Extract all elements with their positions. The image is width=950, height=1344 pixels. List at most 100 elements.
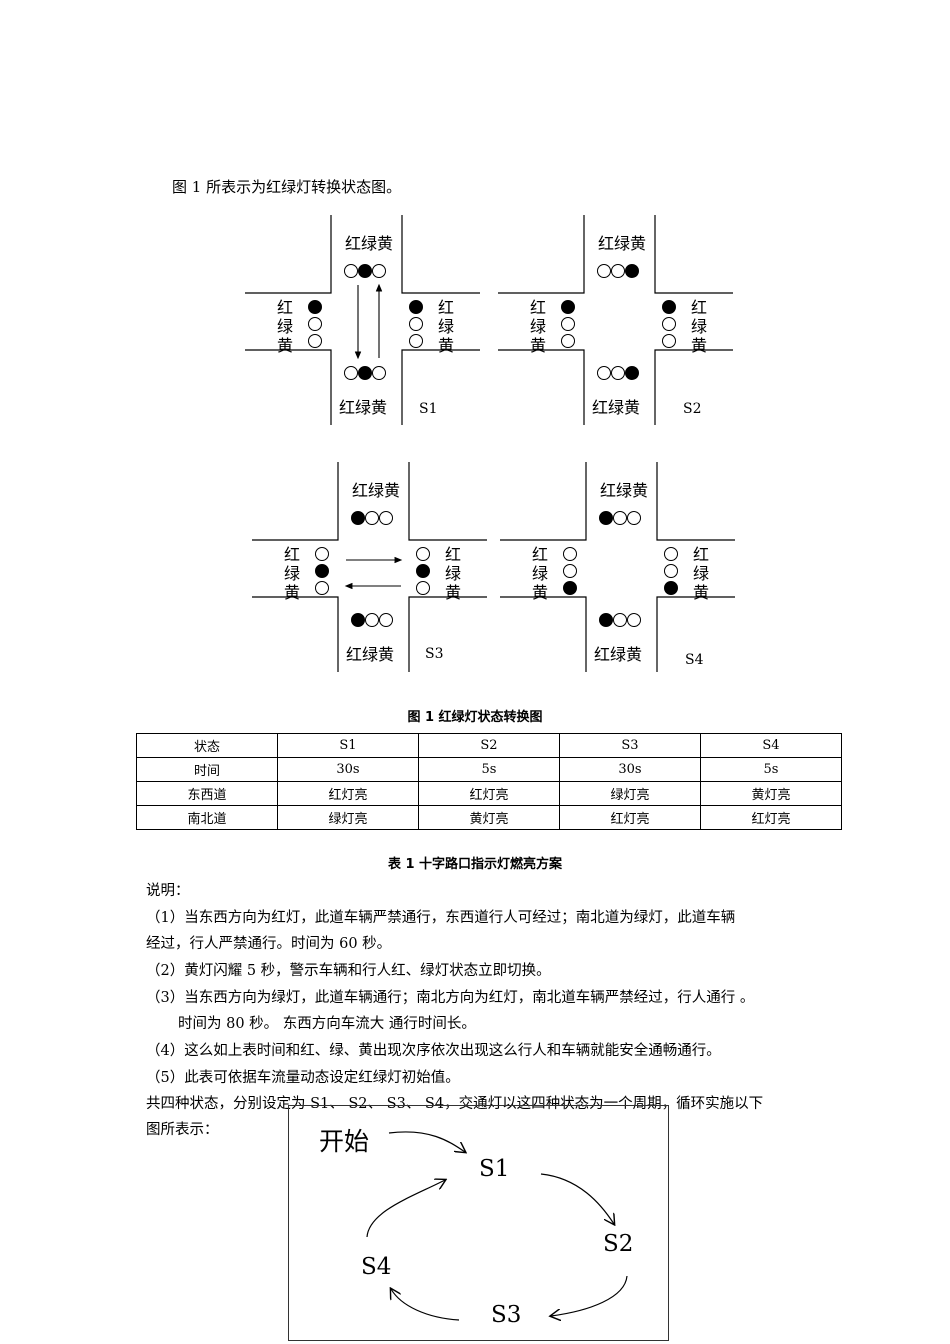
west-red-light bbox=[563, 547, 577, 561]
light-label-east: 黄 bbox=[691, 336, 707, 355]
light-label-east: 黄 bbox=[438, 336, 454, 355]
state-label-s1: S1 bbox=[419, 401, 438, 417]
road-edge bbox=[656, 596, 735, 672]
table-cell: 30s bbox=[559, 757, 701, 782]
row-header-cell: 东西道 bbox=[136, 781, 278, 806]
west-red-light bbox=[315, 547, 329, 561]
north-yellow-light bbox=[625, 264, 639, 278]
note-line-1a: （1）当东西方向为红灯，此道车辆严禁通行，东西道行人可经过；南北道为绿灯，此道车… bbox=[146, 910, 736, 926]
road-edge bbox=[245, 349, 332, 425]
arrow-s1-to-s2 bbox=[540, 1173, 614, 1224]
row-header-cell: 时间 bbox=[136, 757, 278, 782]
table-cell: 绿灯亮 bbox=[277, 805, 419, 830]
west-red-light bbox=[308, 300, 322, 314]
road-edge bbox=[654, 215, 733, 294]
light-label-west: 红 bbox=[530, 298, 546, 317]
flow-start-label: 开始 bbox=[319, 1127, 370, 1156]
road-edge bbox=[498, 349, 585, 425]
light-label-east: 红 bbox=[691, 298, 707, 317]
north-yellow-light bbox=[627, 511, 641, 525]
east-green-light bbox=[409, 317, 423, 331]
light-label-west: 黄 bbox=[532, 583, 548, 602]
south-red-light bbox=[344, 366, 358, 380]
note-line-5: （5）此表可依据车流量动态设定红绿灯初始值。 bbox=[146, 1070, 460, 1086]
light-label-west: 黄 bbox=[530, 336, 546, 355]
light-label-east: 红 bbox=[438, 298, 454, 317]
intro-text: 图 1 所表示为红绿灯转换状态图。 bbox=[172, 178, 402, 196]
arrow-s2-to-s3 bbox=[551, 1275, 628, 1316]
arrow-s4-to-s1 bbox=[366, 1180, 445, 1238]
south-green-light bbox=[611, 366, 625, 380]
road-edge bbox=[500, 462, 587, 541]
east-green-light bbox=[662, 317, 676, 331]
west-green-light bbox=[308, 317, 322, 331]
light-label-west: 红 bbox=[284, 545, 300, 564]
light-label-north: 红绿黄 bbox=[600, 481, 648, 500]
light-label-west: 绿 bbox=[277, 317, 293, 336]
road-edge bbox=[408, 596, 487, 672]
light-label-west: 黄 bbox=[277, 336, 293, 355]
table-row: 南北道绿灯亮黄灯亮红灯亮红灯亮 bbox=[136, 805, 842, 830]
state-label-s4: S4 bbox=[685, 652, 704, 668]
state-label-s2: S2 bbox=[683, 401, 702, 417]
arrow-s3-to-s4 bbox=[391, 1289, 460, 1321]
south-green-light bbox=[365, 613, 379, 627]
south-red-light bbox=[597, 366, 611, 380]
east-green-light bbox=[416, 564, 430, 578]
light-label-east: 绿 bbox=[445, 564, 461, 583]
west-green-light bbox=[315, 564, 329, 578]
table-cell: S3 bbox=[559, 733, 701, 758]
road-edge bbox=[401, 349, 480, 425]
east-red-light bbox=[664, 547, 678, 561]
row-header-cell: 状态 bbox=[136, 733, 278, 758]
east-yellow-light bbox=[409, 334, 423, 348]
flow-s4-label: S4 bbox=[361, 1254, 392, 1280]
north-red-light bbox=[351, 511, 365, 525]
intersection-s2: 红绿黄红绿黄红红绿绿黄黄S2 bbox=[498, 215, 733, 425]
light-label-south: 红绿黄 bbox=[592, 398, 640, 417]
eastbound-arrow-head bbox=[394, 556, 403, 564]
south-yellow-light bbox=[625, 366, 639, 380]
road-edge bbox=[408, 462, 487, 541]
north-yellow-light bbox=[372, 264, 386, 278]
light-label-east: 黄 bbox=[445, 583, 461, 602]
note-line-4: （4）这么如上表时间和红、绿、黄出现次序依次出现这么行人和车辆就能安全通畅通行。 bbox=[146, 1043, 721, 1059]
light-label-west: 绿 bbox=[530, 317, 546, 336]
north-red-light bbox=[599, 511, 613, 525]
light-label-west: 黄 bbox=[284, 583, 300, 602]
table-cell: S4 bbox=[700, 733, 842, 758]
table-cell: 30s bbox=[277, 757, 419, 782]
table-cell: 红灯亮 bbox=[277, 781, 419, 806]
table-cell: 黄灯亮 bbox=[418, 805, 560, 830]
road-edge bbox=[252, 462, 339, 541]
light-label-south: 红绿黄 bbox=[594, 645, 642, 664]
light-label-east: 红 bbox=[693, 545, 709, 564]
table-caption: 表 1 十字路口指示灯燃亮方案 bbox=[387, 857, 563, 872]
light-label-north: 红绿黄 bbox=[345, 234, 393, 253]
state-label-s3: S3 bbox=[425, 646, 444, 662]
road-edge bbox=[245, 215, 332, 294]
north-red-light bbox=[344, 264, 358, 278]
light-label-south: 红绿黄 bbox=[339, 398, 387, 417]
flow-s1-label: S1 bbox=[479, 1156, 510, 1182]
westbound-arrow-head bbox=[344, 582, 353, 590]
light-label-west: 绿 bbox=[284, 564, 300, 583]
note-line-6: 共四种状态，分别设定为 S1、 S2、 S3、 S4，交通灯以这四种状态为一个周… bbox=[146, 1096, 764, 1112]
table-cell: S2 bbox=[418, 733, 560, 758]
note-line-1b: 经过，行人严禁通行。时间为 60 秒。 bbox=[146, 936, 392, 952]
east-yellow-light bbox=[664, 581, 678, 595]
east-red-light bbox=[409, 300, 423, 314]
table-cell: 红灯亮 bbox=[418, 781, 560, 806]
arrow-start-to-s1 bbox=[388, 1131, 465, 1152]
table-row: 东西道红灯亮红灯亮绿灯亮黄灯亮 bbox=[136, 781, 842, 806]
light-label-east: 绿 bbox=[691, 317, 707, 336]
west-green-light bbox=[563, 564, 577, 578]
west-red-light bbox=[561, 300, 575, 314]
north-green-light bbox=[613, 511, 627, 525]
south-green-light bbox=[613, 613, 627, 627]
table-cell: 5s bbox=[700, 757, 842, 782]
light-label-south: 红绿黄 bbox=[346, 645, 394, 664]
